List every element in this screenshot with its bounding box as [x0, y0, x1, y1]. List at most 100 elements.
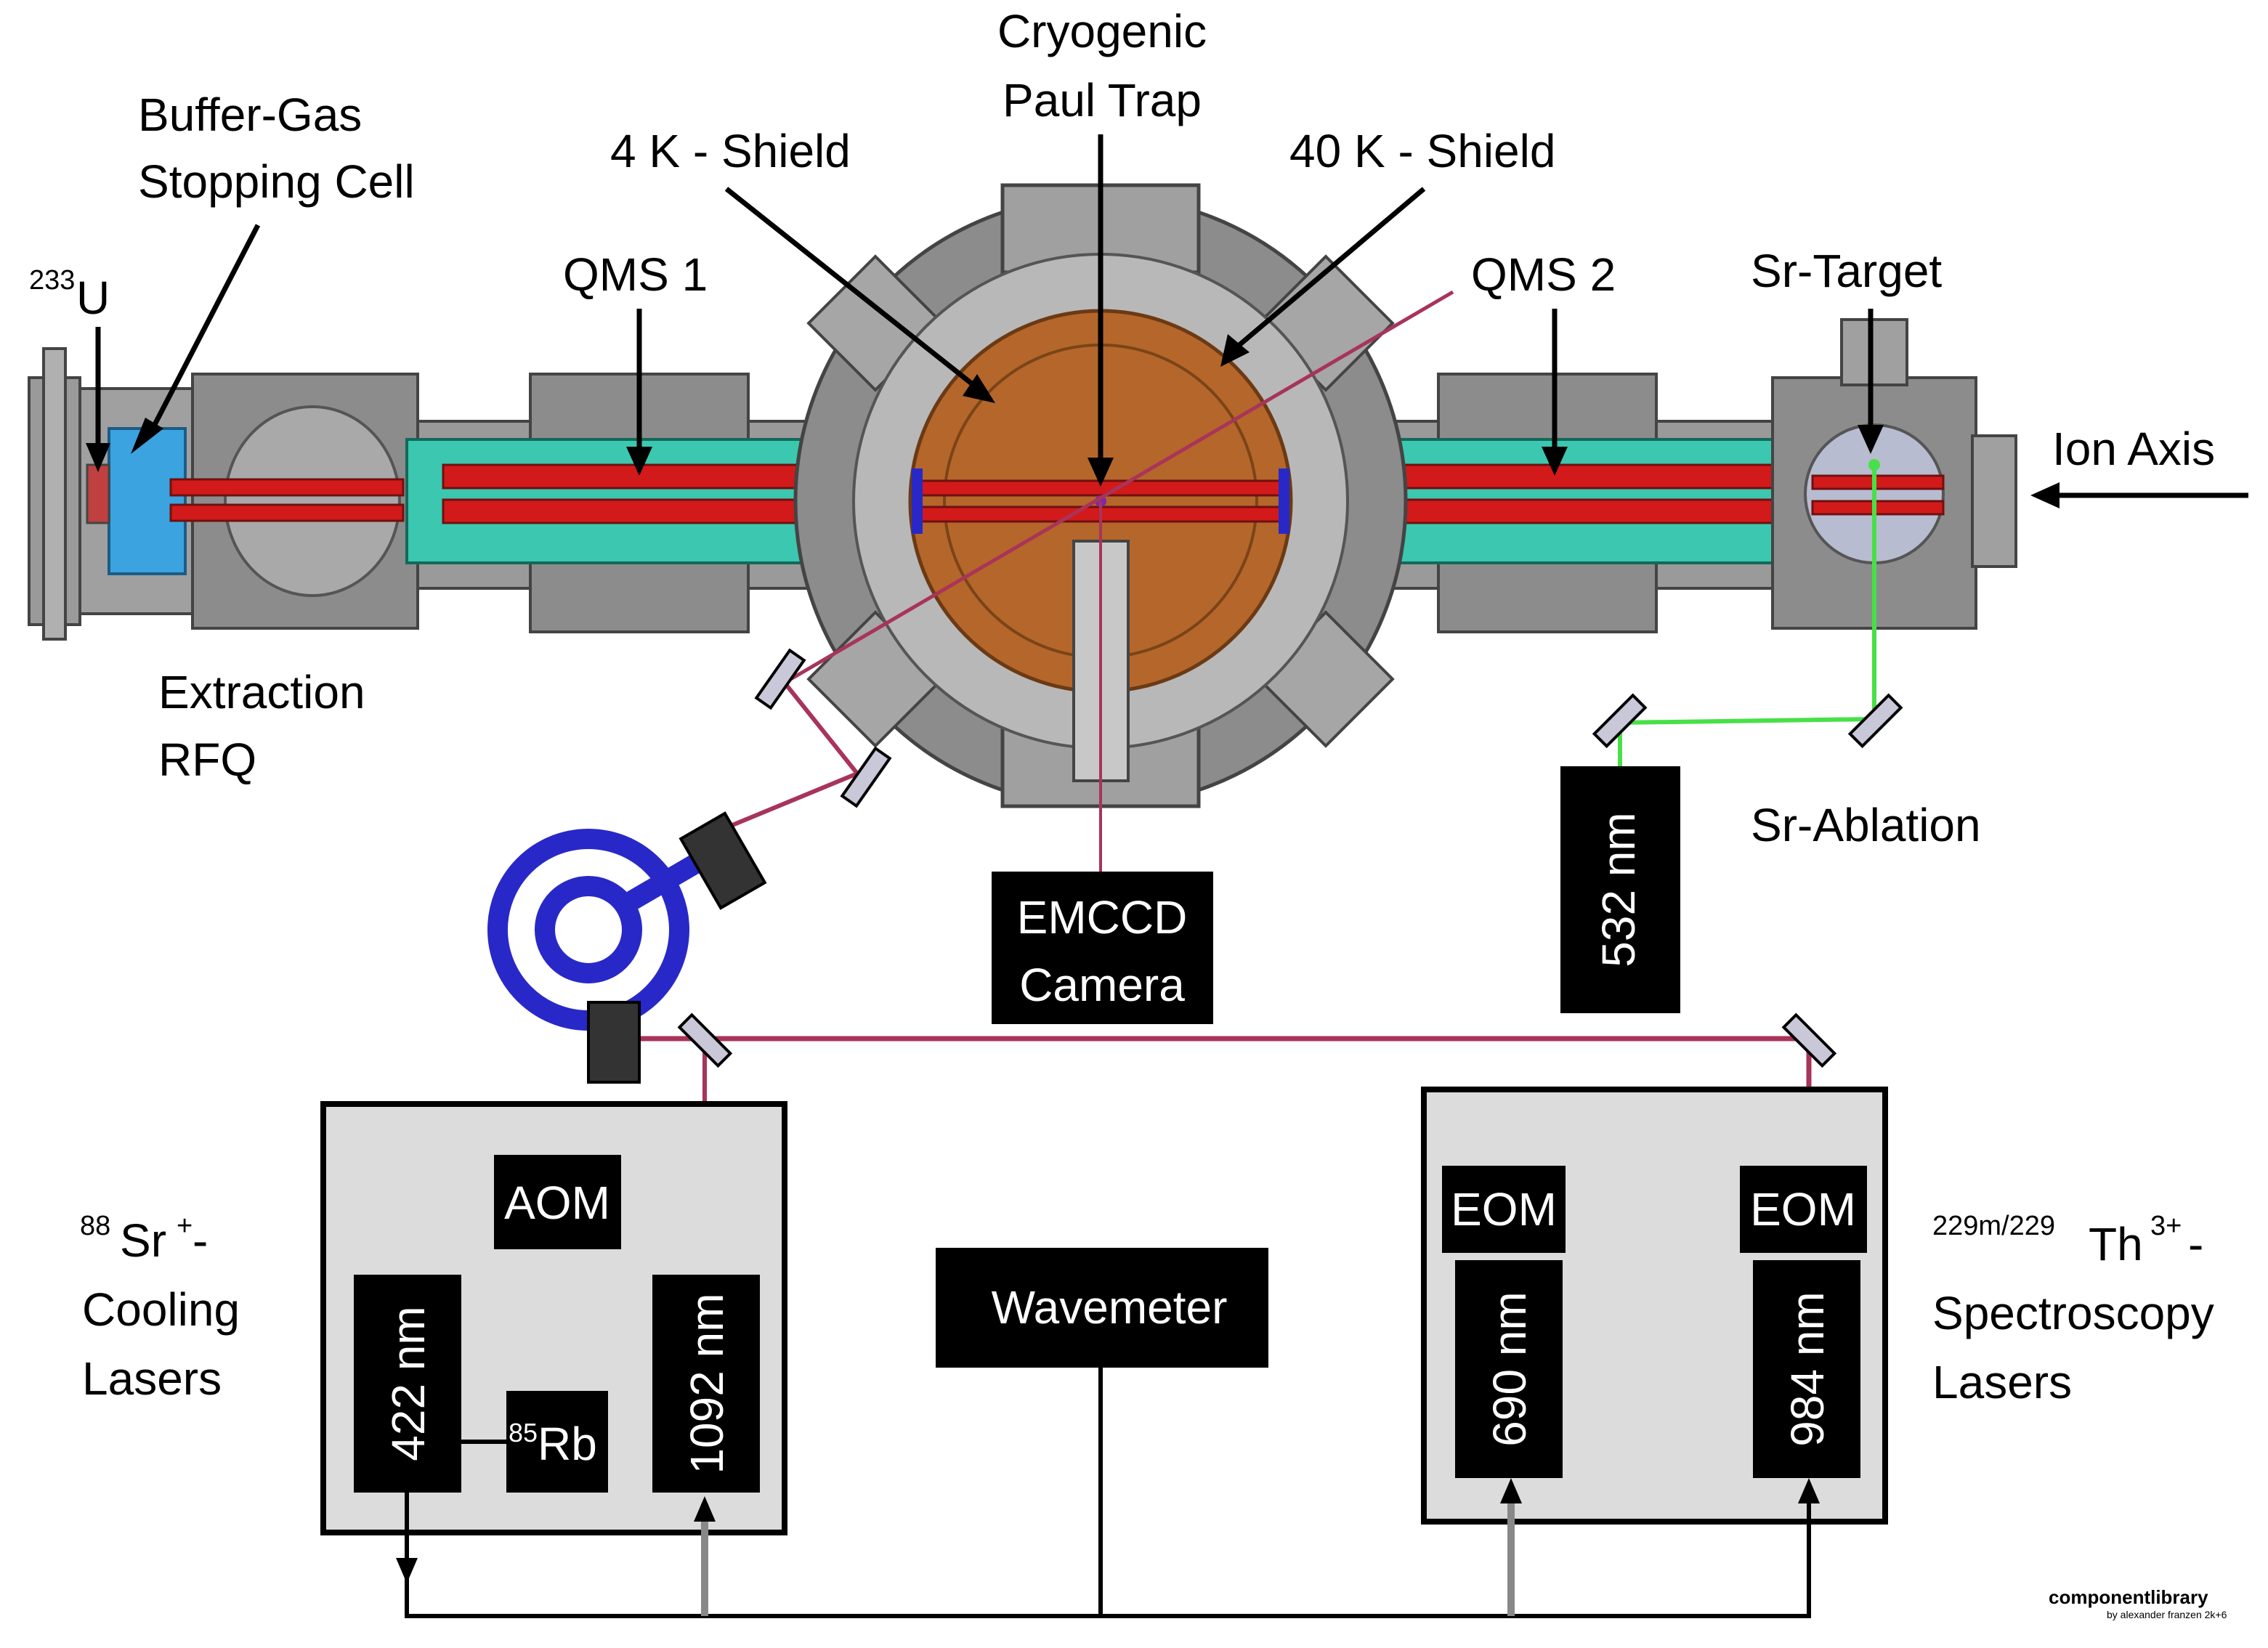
mirror-trap-left [754, 648, 806, 710]
eom-right-box [1740, 1166, 1867, 1253]
label-extraction-1: Extraction [158, 666, 365, 718]
mirror-top-left [677, 1012, 733, 1068]
eom-left-box [1442, 1166, 1566, 1253]
label-spec-main: Th [2089, 1218, 2143, 1270]
extraction-chamber-port [224, 405, 401, 597]
label-cooling-dash: - [193, 1214, 208, 1267]
laser-532-label: 532 nm [1592, 812, 1645, 967]
sr-target-rod-bottom [1811, 500, 1945, 516]
fiber-coupler-bottom [587, 1001, 641, 1084]
label-spec-dash: - [2188, 1218, 2203, 1270]
pointer-sr-target-head [1858, 425, 1884, 454]
label-qms2: QMS 2 [1471, 248, 1616, 301]
mirror-green-left [1592, 693, 1648, 749]
label-cooling-2: Cooling [82, 1283, 240, 1336]
label-pointers [86, 134, 2248, 508]
sr-target-rod-top [1811, 474, 1945, 490]
arrow-to-690 [1500, 1478, 1522, 1503]
label-cryo-2: Paul Trap [1003, 74, 1202, 126]
optical-fiber [487, 811, 767, 1084]
label-buffer-gas-2: Stopping Cell [138, 155, 415, 208]
laser-690-box [1455, 1260, 1563, 1478]
laser-532-box [1560, 766, 1680, 1013]
fiber-coil-inner [535, 876, 642, 983]
text-labels: Buffer-Gas Stopping Cell 233 U Cryogenic… [29, 5, 2215, 1408]
instrument-boxes: EMCCD Camera 532 nm AOM 422 nm 1092 nm 8… [354, 766, 1867, 1493]
extraction-rfq-rods [169, 478, 405, 497]
pointer-qms1-head [626, 447, 652, 476]
eom-right-label: EOM [1750, 1183, 1856, 1235]
rb-main: Rb [538, 1418, 597, 1470]
label-cryo-1: Cryogenic [997, 5, 1207, 57]
sr-target-right-port [1971, 434, 2017, 568]
pointer-buffer-gas [146, 224, 261, 437]
component-library-logo: componentlibrary by alexander franzen 2k… [2049, 1586, 2227, 1620]
emccd-label-2: Camera [1019, 959, 1185, 1011]
label-sr-ablation: Sr-Ablation [1751, 799, 1981, 851]
pointer-ion-axis-head [2030, 482, 2060, 508]
label-spec-sup1: 229m/229 [1932, 1211, 2055, 1241]
pointer-40k [1233, 187, 1426, 351]
label-u233-main: U [76, 272, 110, 324]
label-cooling-sup2: + [177, 1211, 193, 1241]
trap-endcap-right [1279, 468, 1289, 534]
label-cooling-main: Sr [120, 1214, 166, 1267]
emccd-label-1: EMCCD [1017, 891, 1188, 943]
arrow-to-422 [396, 1558, 418, 1583]
wavemeter-bus [405, 1489, 1811, 1618]
rb-cell-box [506, 1391, 608, 1493]
eom-left-label: EOM [1451, 1183, 1557, 1235]
fiber-coil-outer [487, 829, 689, 1031]
pointer-cryo-head [1088, 458, 1114, 487]
emccd-box [992, 872, 1213, 1024]
pointer-4k [724, 187, 976, 387]
label-sr-target: Sr-Target [1751, 245, 1942, 297]
label-ion-axis: Ion Axis [2052, 423, 2215, 475]
aom-label: AOM [504, 1177, 610, 1229]
pointer-40k-head [1220, 334, 1250, 367]
trap-endcap-left [912, 468, 923, 534]
label-spec-2: Spectroscopy [1932, 1287, 2214, 1339]
left-end-flange-rim [42, 347, 67, 641]
extraction-rfq-rods-2 [169, 503, 405, 522]
pointer-u233-head [86, 443, 110, 472]
wavemeter-box [936, 1248, 1268, 1368]
pointer-4k-head [963, 374, 995, 403]
mirror-top-right [1781, 1012, 1837, 1068]
laser-1092-label: 1092 nm [681, 1293, 733, 1474]
mirror-trap-right [840, 746, 892, 808]
laser-690-label: 690 nm [1483, 1291, 1536, 1446]
logo-main: componentlibrary [2049, 1586, 2208, 1608]
logo-sub: by alexander franzen 2k+6 [2107, 1609, 2227, 1620]
buffer-gas-cell [108, 427, 187, 575]
label-40k-shield: 40 K - Shield [1289, 125, 1555, 177]
arrow-to-1092 [694, 1496, 716, 1522]
label-cooling-3: Lasers [82, 1352, 222, 1405]
aom-box [494, 1155, 621, 1249]
label-extraction-2: RFQ [158, 734, 256, 786]
fiber-coupler-top [679, 811, 767, 910]
label-cooling-sup1: 88 [80, 1211, 110, 1241]
label-u233-sup: 233 [29, 265, 75, 296]
green-ablation-beam [1618, 465, 1876, 766]
label-4k-shield: 4 K - Shield [610, 125, 851, 177]
pointer-qms2-head [1542, 447, 1568, 476]
sr-target-top-port [1840, 318, 1908, 386]
ir-beam-diagonal [783, 290, 1454, 685]
laser-1092-box [652, 1275, 760, 1493]
pointer-buffer-gas-head [131, 418, 163, 454]
laser-422-box [354, 1275, 461, 1493]
wavemeter-label: Wavemeter [992, 1281, 1228, 1334]
mirror-green-right [1847, 693, 1903, 749]
laser-984-box [1753, 1260, 1860, 1478]
label-spec-sup2: 3+ [2150, 1211, 2182, 1241]
signal-lines [396, 1365, 1820, 1618]
laser-984-label: 984 nm [1781, 1291, 1834, 1446]
label-buffer-gas-1: Buffer-Gas [138, 89, 362, 141]
label-spec-3: Lasers [1932, 1356, 2072, 1408]
arrow-to-984 [1798, 1478, 1820, 1503]
laser-422-label: 422 nm [382, 1306, 434, 1461]
u233-source [86, 463, 110, 524]
label-qms1: QMS 1 [563, 248, 708, 301]
